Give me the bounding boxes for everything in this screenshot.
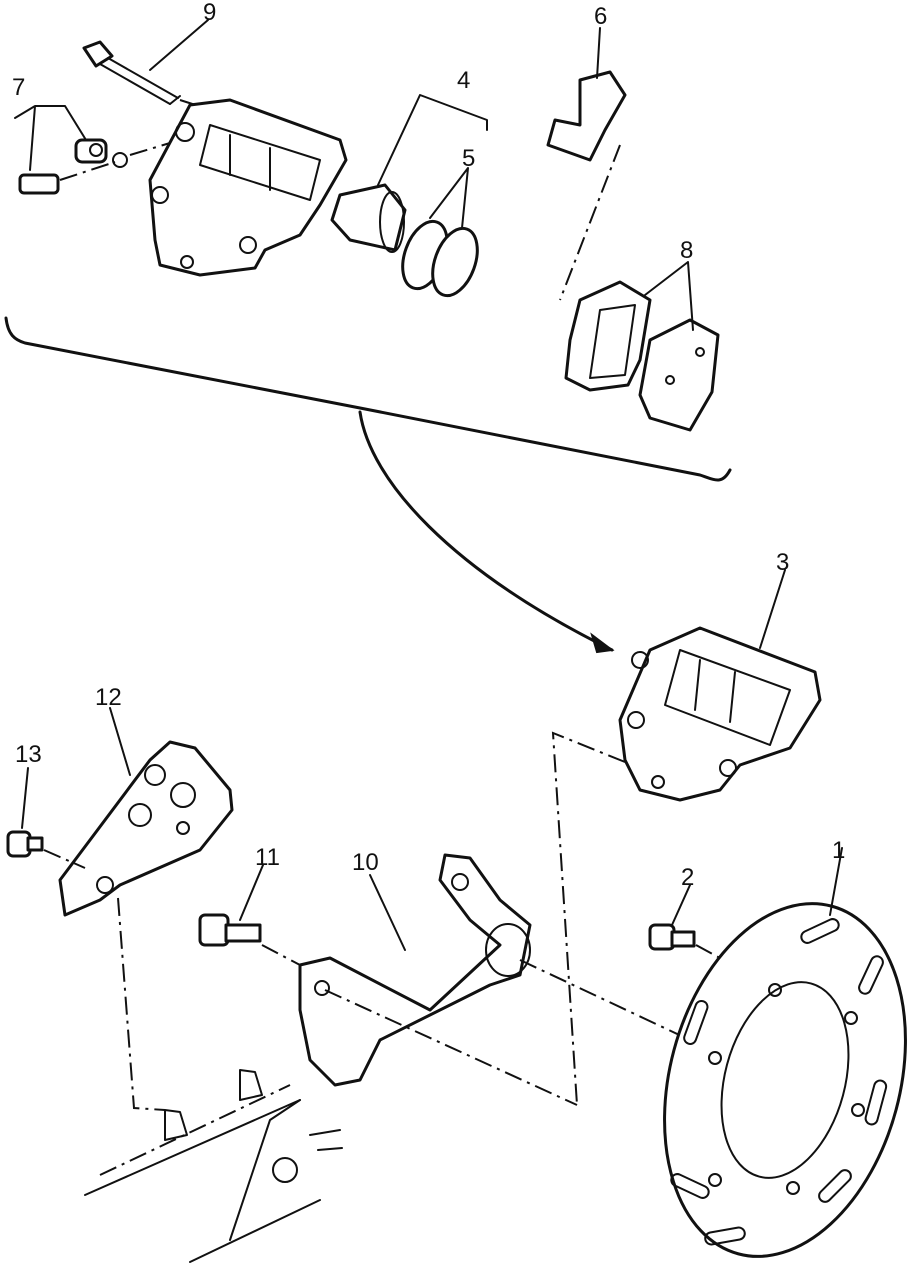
caliper-bracket bbox=[298, 853, 532, 1087]
leader-10 bbox=[369, 874, 406, 951]
bracket-bolt bbox=[198, 913, 301, 966]
pad-spring bbox=[546, 70, 627, 301]
axle-line bbox=[519, 959, 691, 1041]
assembly-arrow bbox=[358, 410, 614, 652]
leader-7 bbox=[14, 105, 87, 171]
label-10: 10 bbox=[352, 849, 379, 876]
label-8: 8 bbox=[680, 237, 693, 264]
piston bbox=[330, 183, 407, 253]
label-5: 5 bbox=[462, 145, 475, 172]
leader-9 bbox=[149, 19, 209, 71]
label-7: 7 bbox=[12, 74, 25, 101]
label-6: 6 bbox=[594, 3, 607, 30]
leader-3 bbox=[759, 569, 786, 649]
guard-bolt bbox=[6, 830, 86, 869]
label-1: 1 bbox=[832, 837, 845, 864]
guard bbox=[58, 740, 234, 917]
arrow-head bbox=[590, 632, 615, 654]
label-12: 12 bbox=[95, 684, 122, 711]
leader-4 bbox=[377, 94, 488, 186]
seals bbox=[401, 219, 479, 298]
bracket-to-frame-line bbox=[324, 989, 578, 1106]
label-4: 4 bbox=[457, 67, 470, 94]
alignment-line-caliper bbox=[551, 731, 626, 1106]
leader-2 bbox=[671, 884, 691, 926]
group-bracket bbox=[4, 316, 732, 482]
label-9: 9 bbox=[203, 0, 216, 26]
leader-12 bbox=[109, 707, 131, 776]
leader-1 bbox=[829, 847, 843, 916]
leader-8 bbox=[644, 261, 694, 331]
leader-6 bbox=[596, 27, 601, 79]
brake-pads bbox=[564, 280, 720, 432]
frame-sketch bbox=[84, 1069, 343, 1263]
leader-11 bbox=[239, 864, 264, 921]
label-3: 3 bbox=[776, 549, 789, 576]
pad-pin bbox=[82, 40, 206, 109]
leader-13 bbox=[21, 767, 29, 829]
leader-5 bbox=[429, 167, 469, 229]
caliper-assembly bbox=[618, 626, 822, 802]
label-13: 13 bbox=[15, 741, 42, 768]
label-11: 11 bbox=[255, 844, 280, 871]
caliper-body bbox=[148, 98, 348, 277]
alignment-line-guard bbox=[117, 897, 166, 1111]
label-2: 2 bbox=[681, 864, 694, 891]
